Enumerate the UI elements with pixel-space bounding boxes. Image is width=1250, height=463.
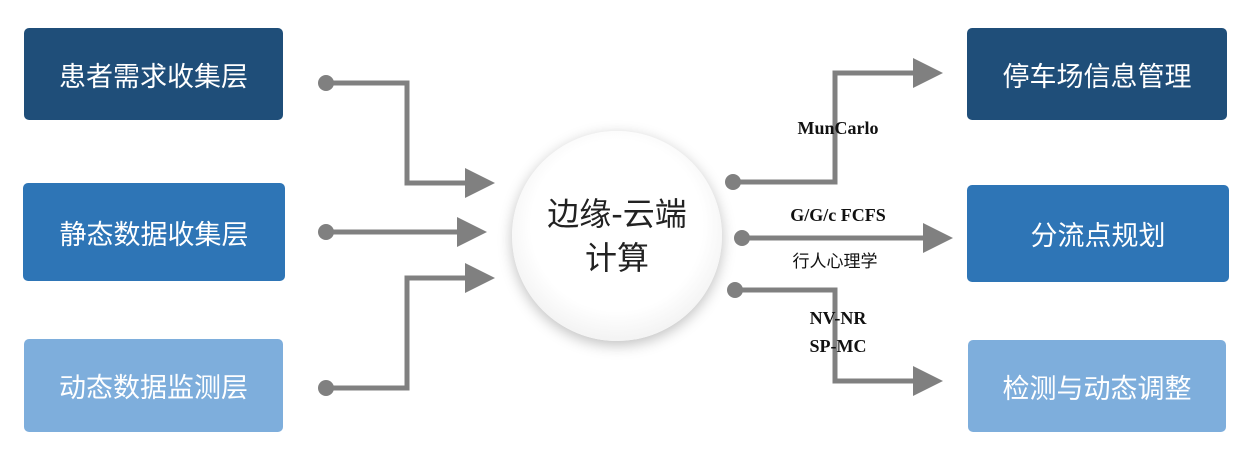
connector-input-3 — [326, 263, 495, 391]
box-label: 静态数据收集层 — [59, 219, 249, 251]
method-label-bottom-2: SP-MC — [809, 336, 867, 356]
connector-input-1 — [326, 80, 495, 198]
box-label: 停车场信息管理 — [1002, 61, 1192, 93]
input-box-patient-demand: 患者需求收集层 — [24, 28, 283, 120]
output-box-adjust: 检测与动态调整 — [968, 340, 1226, 432]
box-label: 分流点规划 — [1030, 221, 1166, 252]
method-label-top: MunCarlo — [797, 118, 879, 138]
output-box-diversion: 分流点规划 — [967, 185, 1229, 282]
center-line1: 边缘-云端 — [547, 195, 687, 233]
box-label: 动态数据监测层 — [59, 373, 248, 404]
center-line2: 计算 — [584, 239, 649, 277]
connector-output-1 — [733, 58, 943, 185]
connector-output-3 — [735, 287, 943, 396]
method-label-bottom-1: NV-NR — [809, 308, 867, 328]
input-box-dynamic-data: 动态数据监测层 — [24, 339, 283, 432]
output-box-parking: 停车场信息管理 — [967, 28, 1227, 120]
method-label-mid-below: 行人心理学 — [792, 252, 878, 272]
center-node: 边缘-云端 计算 — [512, 131, 722, 341]
input-box-static-data: 静态数据收集层 — [23, 183, 285, 281]
method-label-mid-above: G/G/c FCFS — [790, 205, 886, 225]
box-label: 检测与动态调整 — [1002, 373, 1192, 405]
box-label: 患者需求收集层 — [59, 61, 248, 93]
